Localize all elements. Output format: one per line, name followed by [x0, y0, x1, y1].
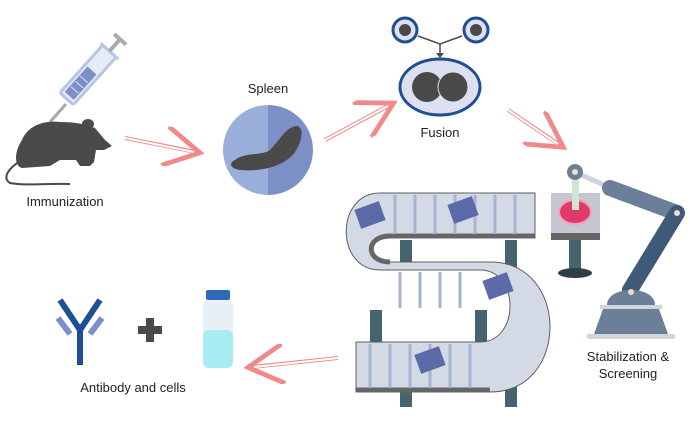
mouse-icon [5, 119, 112, 186]
antibody-icon [55, 298, 105, 365]
label-screening-line2: Screening [598, 366, 658, 381]
robot-arm-icon [551, 164, 685, 339]
cell-bottle-icon [203, 290, 233, 368]
plus-icon [138, 318, 162, 342]
label-spleen: Spleen [247, 81, 289, 96]
well-plate-icon [482, 272, 514, 300]
well-plate-icon [354, 201, 386, 229]
conveyor-belt-icon [345, 192, 551, 407]
label-fusion: Fusion [420, 125, 460, 140]
well-plate-icon [447, 196, 479, 224]
well-plate-icon [414, 346, 446, 374]
spleen-icon [223, 105, 313, 195]
label-screening-line1: Stabilization & [586, 349, 670, 364]
cell-fusion-icon [391, 16, 490, 117]
label-antibody: Antibody and cells [80, 380, 186, 395]
syringe-icon [48, 32, 128, 123]
label-immunization: Immunization [26, 194, 104, 209]
